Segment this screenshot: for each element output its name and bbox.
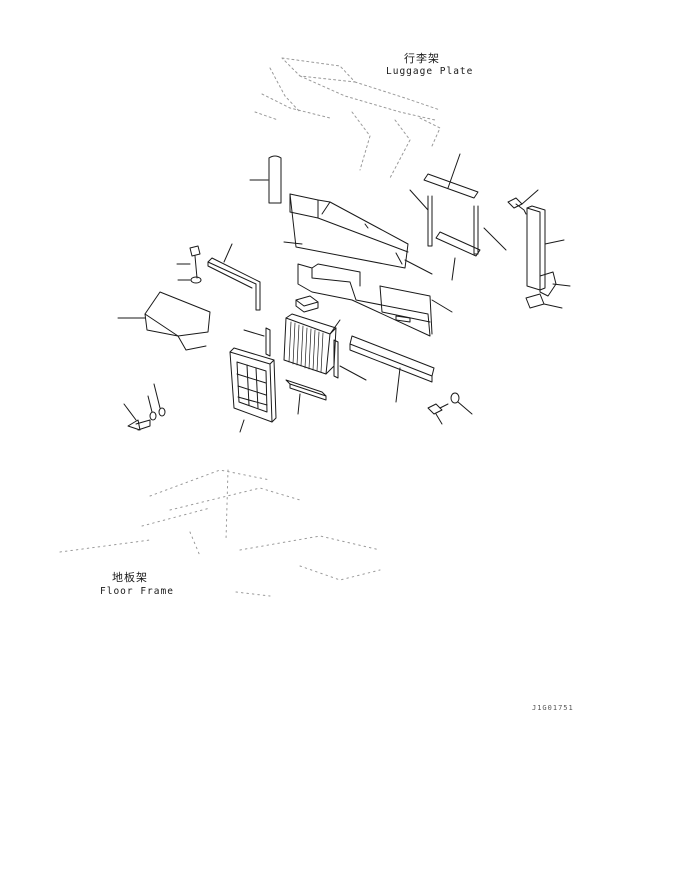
side-strip	[333, 339, 367, 381]
radiator-core	[283, 313, 341, 375]
bolt-bottom-right	[427, 403, 449, 425]
l-shaped-bar	[207, 243, 261, 311]
wing-bolt	[123, 403, 151, 431]
upper-seal-frame	[409, 153, 507, 281]
luggage-plate-label-en: Luggage Plate	[386, 66, 474, 77]
floor-frame-label-cn: 地板架	[112, 571, 148, 584]
floor-frame-label-en: Floor Frame	[100, 586, 174, 597]
long-panel	[283, 193, 433, 275]
luggage-plate-frame-ghost	[254, 57, 441, 179]
long-bottom-bar	[349, 335, 435, 403]
floor-frame-ghost	[59, 469, 381, 597]
washer-small-1	[147, 395, 157, 421]
block-right	[525, 293, 563, 309]
lower-plate	[297, 263, 453, 337]
right-vertical-bracket	[526, 205, 565, 291]
vertical-post	[249, 155, 282, 204]
front-grille	[229, 347, 277, 433]
drawing-code: J1G01751	[532, 704, 574, 712]
bolt-left-upper	[176, 245, 201, 279]
washer-small-2	[153, 383, 166, 417]
washer-bottom-right	[450, 392, 473, 415]
small-block	[295, 295, 319, 313]
bottom-strip	[285, 379, 327, 415]
washer-left-upper	[177, 276, 202, 284]
bolt-right	[507, 189, 539, 215]
luggage-plate-label-cn: 行李架	[404, 52, 440, 65]
clip-right	[539, 271, 571, 297]
thin-strip-left	[243, 327, 271, 357]
bent-cover-plate	[117, 291, 211, 351]
